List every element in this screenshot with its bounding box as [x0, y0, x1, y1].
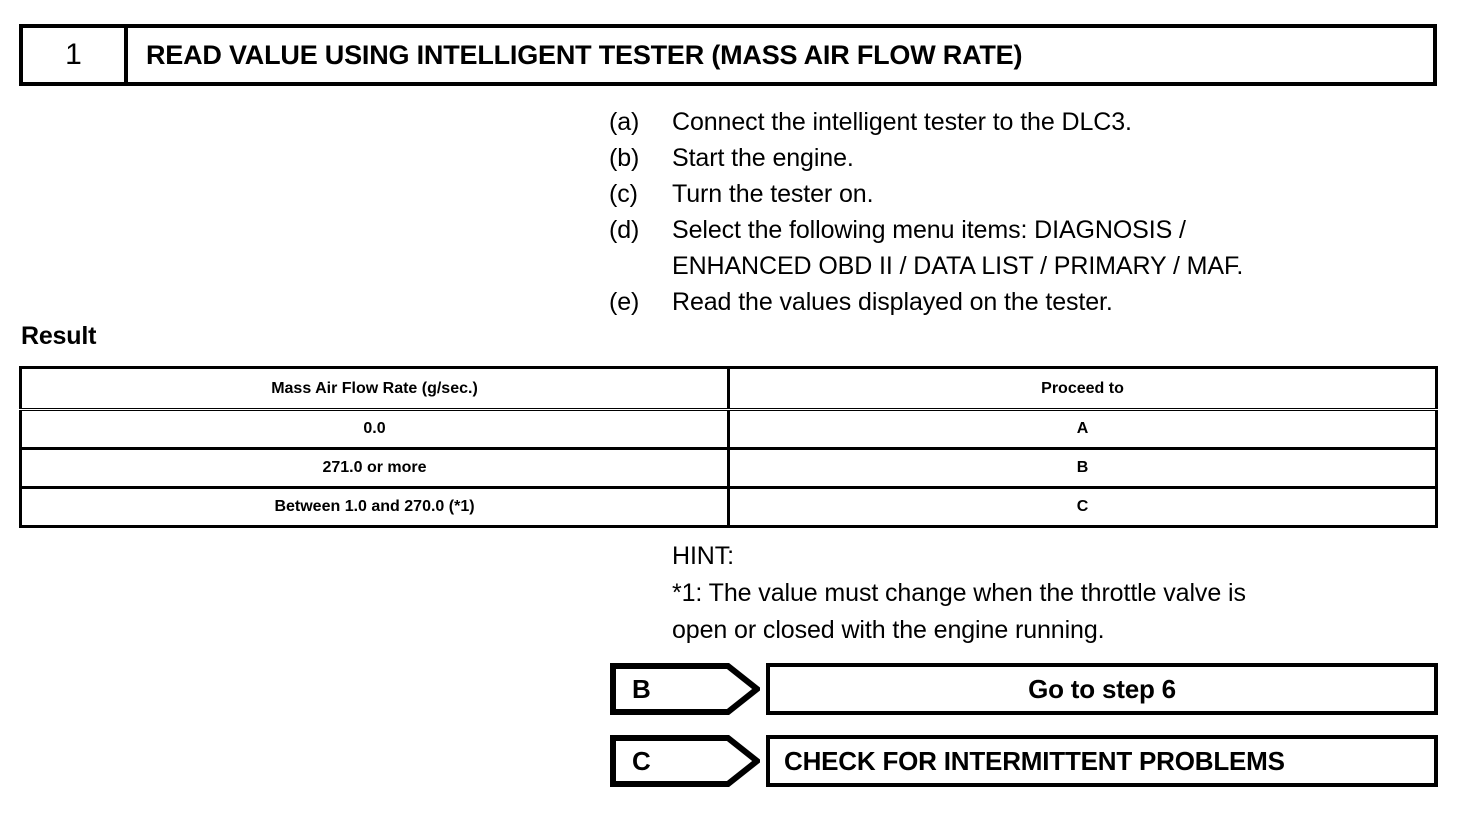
- hint-block: HINT: *1: The value must change when the…: [672, 538, 1432, 649]
- arrow-pentagon-icon: [610, 663, 760, 715]
- cell-value-2: Between 1.0 and 270.0 (*1): [19, 486, 730, 528]
- procedure-marker-d: (d): [609, 216, 640, 244]
- procedure-marker-b: (b): [609, 144, 640, 172]
- table-row: 271.0 or more B: [19, 447, 1438, 489]
- procedure-item-b: (b) Start the engine.: [609, 140, 1449, 176]
- result-table: Mass Air Flow Rate (g/sec.) Proceed to 0…: [19, 366, 1438, 528]
- branch-tag-b-label: B: [632, 673, 651, 704]
- cell-proceed-0: A: [727, 408, 1438, 450]
- procedure-text-d-line2: ENHANCED OBD II / DATA LIST / PRIMARY / …: [672, 252, 1244, 280]
- procedure-item-a: (a) Connect the intelligent tester to th…: [609, 104, 1449, 140]
- hint-title: HINT:: [672, 542, 735, 570]
- cell-value-1: 271.0 or more: [19, 447, 730, 489]
- hint-line-1: *1: The value must change when the throt…: [672, 579, 1246, 607]
- procedure-text-b: Start the engine.: [672, 144, 854, 172]
- branch-b: B Go to step 6: [610, 663, 1438, 715]
- result-table-body: 0.0 A 271.0 or more B Between 1.0 and 27…: [19, 408, 1438, 528]
- result-table-head: Mass Air Flow Rate (g/sec.) Proceed to: [19, 366, 1438, 411]
- arrow-pentagon-icon: [610, 735, 760, 787]
- procedure-marker-e: (e): [609, 288, 640, 316]
- table-row: Between 1.0 and 270.0 (*1) C: [19, 486, 1438, 528]
- procedure-item-e: (e) Read the values displayed on the tes…: [609, 284, 1449, 320]
- table-header-row: Mass Air Flow Rate (g/sec.) Proceed to: [19, 366, 1438, 411]
- procedure-text-c: Turn the tester on.: [672, 180, 874, 208]
- cell-value-0: 0.0: [19, 408, 730, 450]
- branch-tag-c: C: [610, 735, 760, 787]
- procedure-item-d: (d) Select the following menu items: DIA…: [609, 212, 1449, 284]
- procedure-text-d-line1: Select the following menu items: DIAGNOS…: [672, 216, 1186, 244]
- branch-tag-c-label: C: [632, 745, 651, 776]
- column-header-mass-air-flow-rate: Mass Air Flow Rate (g/sec.): [19, 366, 730, 411]
- cell-proceed-1: B: [727, 447, 1438, 489]
- procedure-text-a: Connect the intelligent tester to the DL…: [672, 108, 1132, 136]
- hint-line-2: open or closed with the engine running.: [672, 616, 1105, 644]
- table-row: 0.0 A: [19, 408, 1438, 450]
- procedure-marker-c: (c): [609, 180, 638, 208]
- procedure-item-c: (c) Turn the tester on.: [609, 176, 1449, 212]
- branch-b-action-box[interactable]: Go to step 6: [766, 663, 1438, 715]
- column-header-proceed-to: Proceed to: [727, 366, 1438, 411]
- step-title: READ VALUE USING INTELLIGENT TESTER (MAS…: [146, 39, 1023, 70]
- step-number: 1: [23, 28, 128, 82]
- result-table-container: Mass Air Flow Rate (g/sec.) Proceed to 0…: [19, 366, 1438, 528]
- procedure-text-e: Read the values displayed on the tester.: [672, 288, 1113, 316]
- branch-tag-b: B: [610, 663, 760, 715]
- branch-c: C CHECK FOR INTERMITTENT PROBLEMS: [610, 735, 1438, 787]
- cell-proceed-2: C: [727, 486, 1438, 528]
- procedure-text-d: Select the following menu items: DIAGNOS…: [672, 212, 1449, 284]
- procedure-marker-a: (a): [609, 108, 640, 136]
- step-header-bar: 1 READ VALUE USING INTELLIGENT TESTER (M…: [19, 24, 1437, 86]
- procedure-list: (a) Connect the intelligent tester to th…: [609, 104, 1449, 320]
- branch-c-action-box[interactable]: CHECK FOR INTERMITTENT PROBLEMS: [766, 735, 1438, 787]
- result-label: Result: [21, 322, 97, 350]
